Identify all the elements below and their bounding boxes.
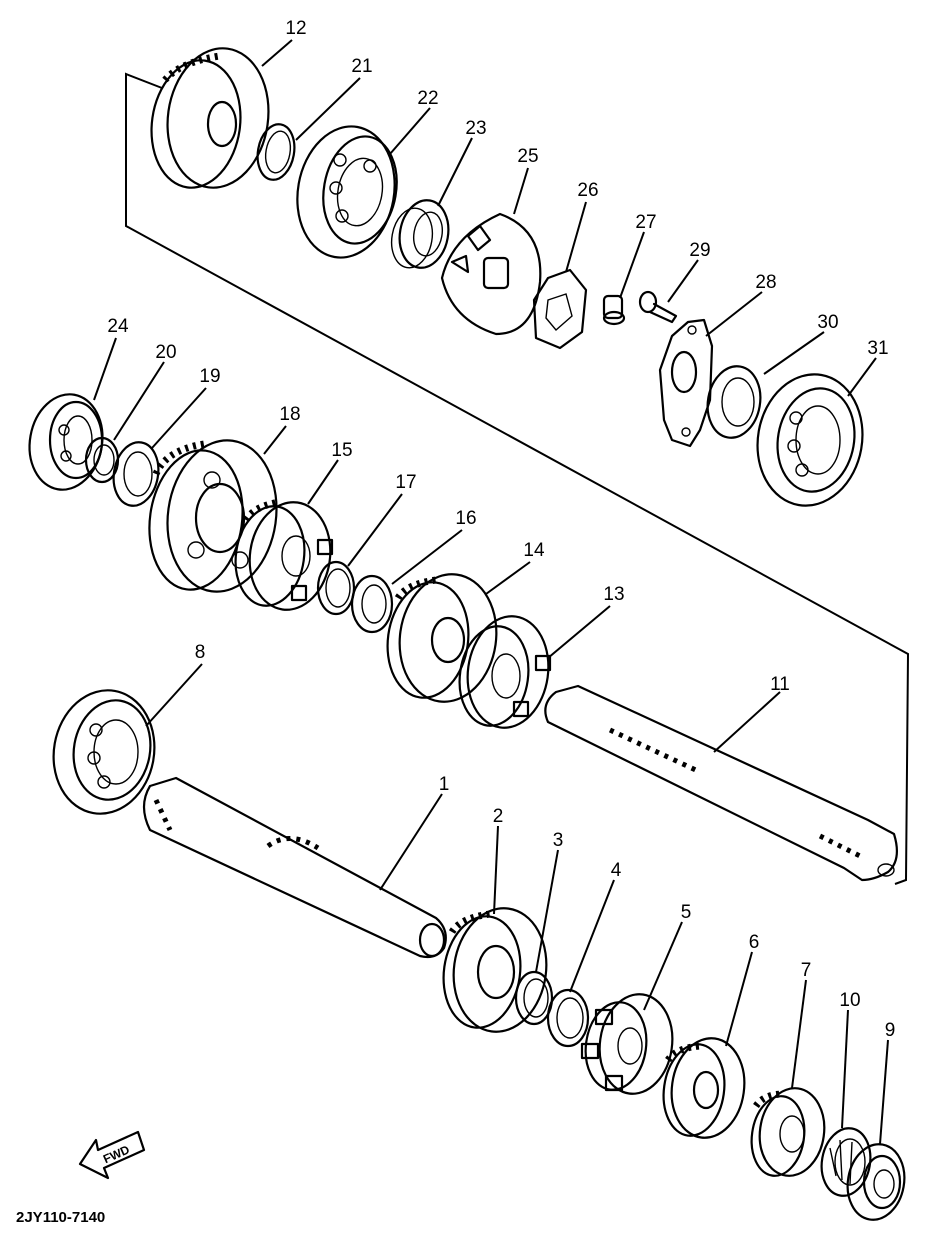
callout-18: 18 xyxy=(279,404,300,425)
part-6-gear xyxy=(662,1037,746,1139)
part-29-screw xyxy=(638,290,678,324)
part-9-collar xyxy=(846,1143,906,1221)
diagram-code: 2JY110-7140 xyxy=(16,1209,105,1226)
callout-5: 5 xyxy=(681,902,692,923)
part-14-gear xyxy=(386,573,498,703)
callout-12: 12 xyxy=(285,18,306,39)
callout-9: 9 xyxy=(885,1020,896,1041)
callout-15: 15 xyxy=(331,440,352,461)
assembly-frame xyxy=(125,72,910,885)
callout-7: 7 xyxy=(801,960,812,981)
callout-23: 23 xyxy=(465,118,486,139)
callout-14: 14 xyxy=(523,540,545,561)
part-18-gear xyxy=(148,439,278,593)
callout-31: 31 xyxy=(867,338,888,359)
callout-21: 21 xyxy=(351,56,372,77)
part-24-bearing xyxy=(28,393,104,491)
callout-13: 13 xyxy=(603,584,624,605)
callout-20: 20 xyxy=(155,342,176,363)
part-19-washer xyxy=(112,441,160,507)
part-5-gear xyxy=(580,993,674,1095)
callout-1: 1 xyxy=(439,774,450,795)
callout-24: 24 xyxy=(107,316,129,337)
fwd-arrow-icon: FWD xyxy=(78,1130,146,1180)
callout-2: 2 xyxy=(493,806,504,827)
part-16-toothed-washer xyxy=(350,574,394,634)
part-1-main-axle xyxy=(142,776,447,959)
part-12-gear xyxy=(150,47,270,189)
callout-8: 8 xyxy=(195,642,206,663)
callout-17: 17 xyxy=(395,472,416,493)
callout-19: 19 xyxy=(199,366,220,387)
part-10-needle-bearing xyxy=(820,1127,872,1197)
part-27-bolt xyxy=(602,294,626,326)
part-28-plate xyxy=(658,318,714,448)
leader-lines xyxy=(93,39,889,1145)
callout-11: 11 xyxy=(770,674,790,695)
part-23-oil-seal xyxy=(390,199,450,269)
part-25-sprocket xyxy=(440,212,542,336)
part-26-lock-washer xyxy=(532,268,588,350)
part-3-circlip xyxy=(514,970,554,1026)
part-15-gear xyxy=(234,498,334,611)
part-22-bearing xyxy=(296,125,398,259)
part-8-bearing xyxy=(52,689,156,815)
callout-25: 25 xyxy=(517,146,538,167)
callout-26: 26 xyxy=(577,180,598,201)
part-4-washer xyxy=(546,988,590,1048)
part-13-gear xyxy=(458,615,552,729)
callout-16: 16 xyxy=(455,508,476,529)
callout-4: 4 xyxy=(611,860,622,881)
part-7-gear xyxy=(750,1087,826,1177)
callout-22: 22 xyxy=(417,88,438,109)
part-21-washer xyxy=(256,123,296,181)
callout-10: 10 xyxy=(839,990,860,1011)
callout-labels: 12 21 22 23 25 26 27 29 28 30 31 24 20 1… xyxy=(107,18,895,1041)
part-11-drive-axle xyxy=(544,684,899,882)
part-31-bearing xyxy=(756,373,864,507)
part-30-oil-seal xyxy=(706,365,762,439)
callout-27: 27 xyxy=(635,212,656,233)
callout-28: 28 xyxy=(755,272,776,293)
part-17-circlip xyxy=(316,560,356,616)
callout-30: 30 xyxy=(817,312,838,333)
callout-6: 6 xyxy=(749,932,760,953)
callout-3: 3 xyxy=(553,830,564,851)
callout-29: 29 xyxy=(689,240,710,261)
